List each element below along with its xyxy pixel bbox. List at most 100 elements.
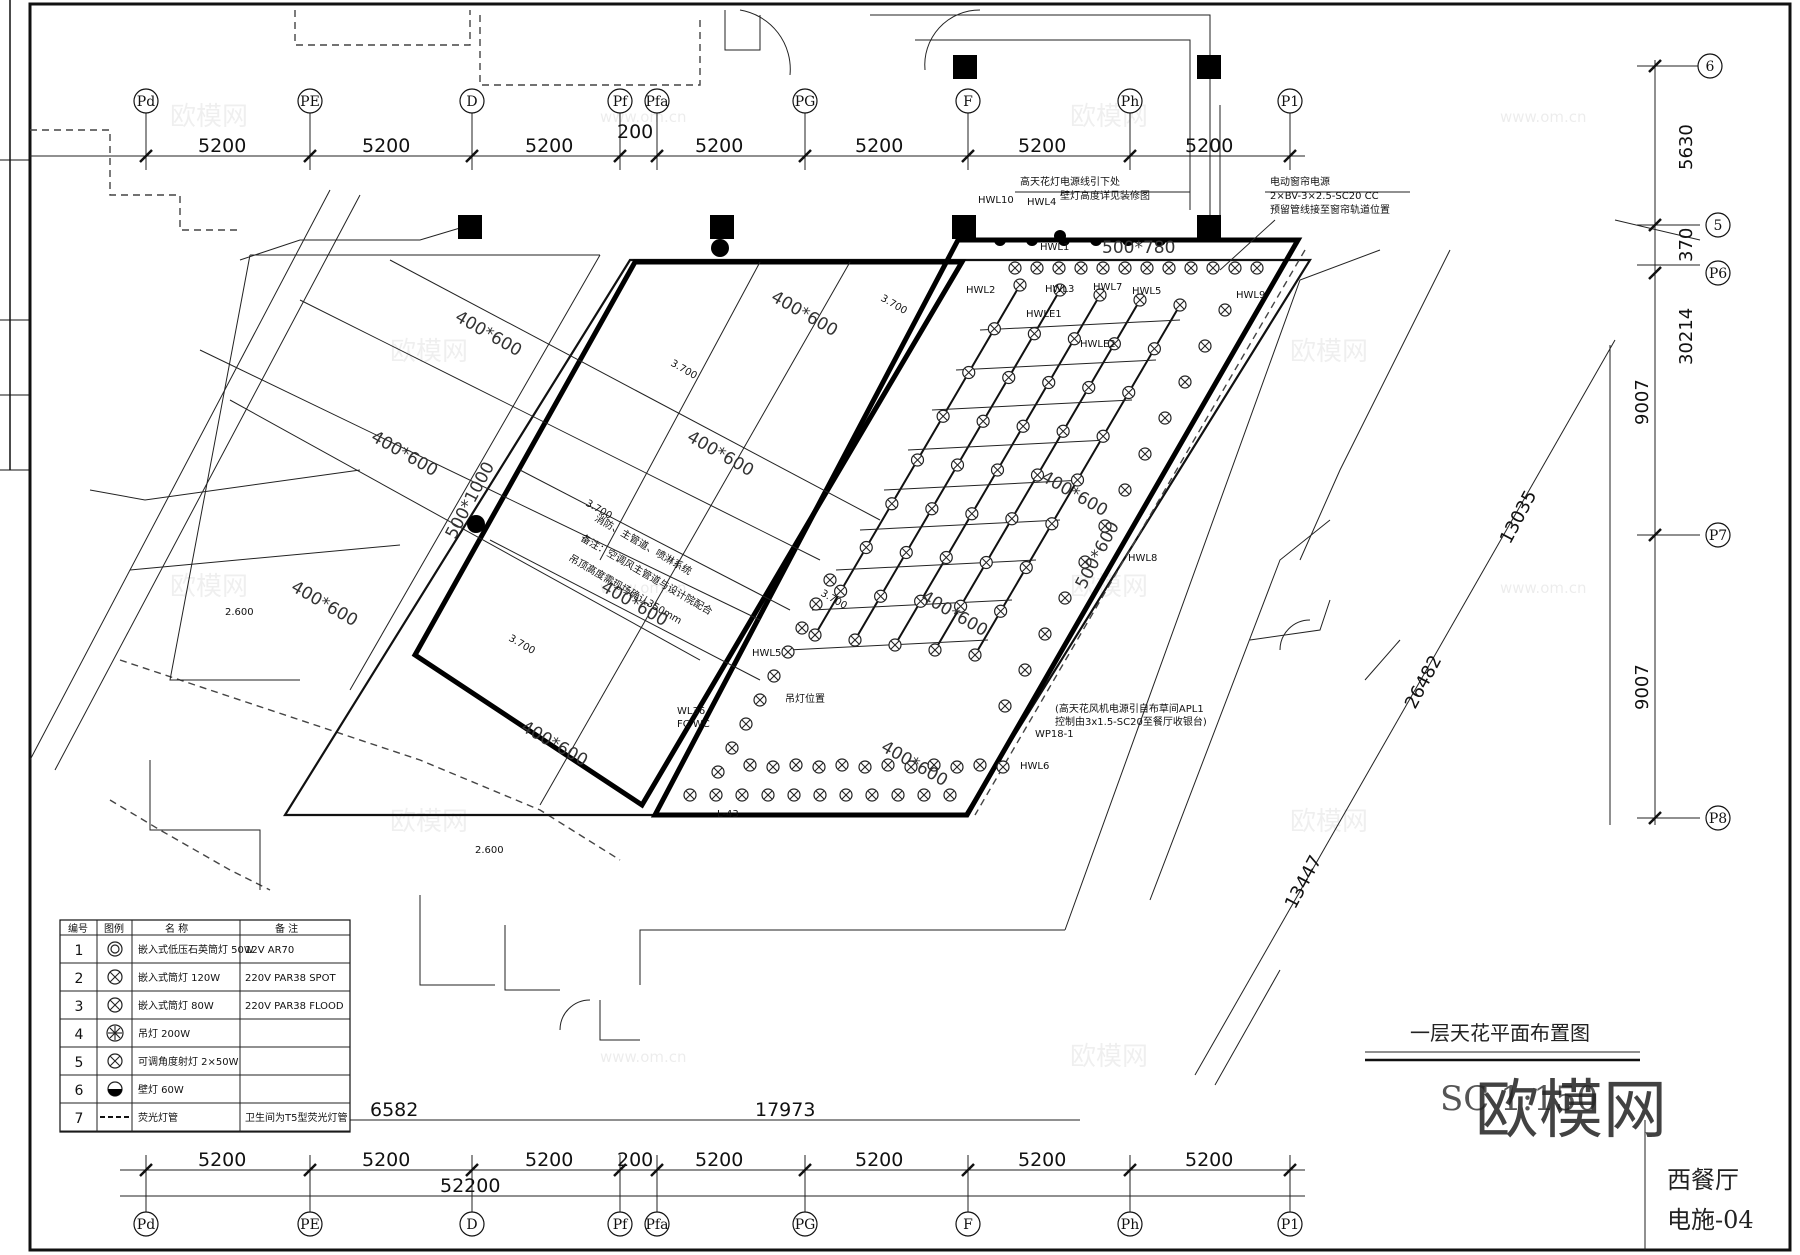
grid-bubble-right xyxy=(1705,522,1731,548)
sheet-border xyxy=(28,2,1792,1252)
svg-text:备 注: 备 注 xyxy=(275,922,298,935)
svg-text:400*600: 400*600 xyxy=(918,587,992,641)
svg-text:(高天花风机电源引自布草间APL1: (高天花风机电源引自布草间APL1 xyxy=(1055,702,1204,715)
grid-bubble-ph xyxy=(1117,88,1143,114)
grid-bubble-pfa xyxy=(644,1211,670,1237)
legend-row-name: 可调角度射灯 2×50W xyxy=(138,1055,239,1068)
svg-text:WP18-1: WP18-1 xyxy=(1035,729,1074,740)
legend-row-number: 5 xyxy=(75,1055,84,1071)
wall-lamp-icon xyxy=(1090,240,1102,246)
grid-label: Pf xyxy=(613,94,629,110)
svg-text:WL36: WL36 xyxy=(677,706,705,717)
svg-text:HWL8: HWL8 xyxy=(1128,553,1157,564)
svg-text:HWL4: HWL4 xyxy=(1027,197,1056,208)
grid-label: F xyxy=(963,94,973,110)
svg-text:52200: 52200 xyxy=(440,1175,500,1197)
svg-text:400*600: 400*600 xyxy=(368,427,442,481)
svg-text:5200: 5200 xyxy=(695,135,743,157)
svg-text:5200: 5200 xyxy=(1185,1149,1233,1171)
svg-text:HWLE1: HWLE1 xyxy=(1026,309,1062,320)
grid-bubble-pd xyxy=(133,1211,159,1237)
legend-row-number: 2 xyxy=(75,971,84,987)
grid-label: 5 xyxy=(1714,218,1723,234)
building-outlines xyxy=(29,9,1451,1041)
svg-text:5200: 5200 xyxy=(1018,1149,1066,1171)
svg-text:HWL1: HWL1 xyxy=(1040,242,1069,253)
svg-text:欧模网: 欧模网 xyxy=(1290,807,1368,837)
svg-text:6582: 6582 xyxy=(370,1099,418,1121)
svg-text:HWL2: HWL2 xyxy=(966,285,995,296)
grid-label: 6 xyxy=(1706,59,1715,75)
legend-row-number: 1 xyxy=(75,943,84,959)
svg-text:L-43: L-43 xyxy=(717,809,739,820)
grid-bubble-pd xyxy=(133,88,159,114)
svg-text:5200: 5200 xyxy=(855,135,903,157)
svg-text:HWL5: HWL5 xyxy=(752,648,781,659)
svg-text:3.700: 3.700 xyxy=(879,293,909,317)
svg-text:欧模网: 欧模网 xyxy=(170,572,248,602)
svg-text:名 称: 名 称 xyxy=(165,922,188,935)
diagonal-dimension: 13035 26482 13447 xyxy=(1194,339,1616,1086)
legend-row-number: 6 xyxy=(75,1083,84,1099)
svg-text:5200: 5200 xyxy=(198,135,246,157)
grid-label: P6 xyxy=(1709,266,1727,282)
legend-row-remark: 220V PAR38 SPOT xyxy=(245,973,336,984)
legend-row-remark: 12V AR70 xyxy=(245,945,294,956)
svg-text:2.600: 2.600 xyxy=(475,845,504,856)
svg-text:www.om.cn: www.om.cn xyxy=(600,1048,687,1066)
svg-text:欧模网: 欧模网 xyxy=(1290,337,1368,367)
svg-text:欧模网: 欧模网 xyxy=(170,102,248,132)
svg-text:9007: 9007 xyxy=(1632,379,1653,425)
svg-text:HWL5: HWL5 xyxy=(1132,286,1161,297)
svg-text:13447: 13447 xyxy=(1281,852,1326,912)
svg-text:400*600: 400*600 xyxy=(518,717,592,771)
grid-label: Pd xyxy=(137,94,155,110)
legend-row-remark: 220V PAR38 FLOOD xyxy=(245,1001,344,1012)
legend-row-number: 4 xyxy=(75,1027,84,1043)
grid-label: Pf xyxy=(613,1217,629,1233)
wall-lamp-icon xyxy=(994,240,1006,246)
grid-bubble-pfa xyxy=(644,88,670,114)
ceiling-zones xyxy=(169,237,1312,818)
lighting-grid xyxy=(683,240,1264,802)
svg-text:www.om.cn: www.om.cn xyxy=(1500,108,1587,126)
legend-row-number: 7 xyxy=(75,1111,84,1127)
svg-text:欧模网: 欧模网 xyxy=(1070,1042,1148,1072)
grid-bubble-pf xyxy=(607,88,633,114)
grid-label: PE xyxy=(300,94,320,110)
svg-text:欧模网: 欧模网 xyxy=(390,337,468,367)
wall-lamp-icon xyxy=(1026,240,1038,246)
svg-text:400*600: 400*600 xyxy=(768,287,842,341)
grid-bubble-p1 xyxy=(1277,88,1303,114)
grid-label: PG xyxy=(795,94,816,110)
svg-text:5200: 5200 xyxy=(1185,135,1233,157)
circuit-labels: HWL10 HWL4 HWL1 HWL2 HWL3 HWL7 HWL5 HWL9… xyxy=(677,195,1265,820)
grid-bubble-d xyxy=(459,1211,485,1237)
svg-text:HWL10: HWL10 xyxy=(978,195,1014,206)
grid-bubble-f xyxy=(955,88,981,114)
legend-row-number: 3 xyxy=(75,999,84,1015)
grid-label: Pfa xyxy=(646,94,669,110)
svg-text:5200: 5200 xyxy=(525,135,573,157)
grid-label: P1 xyxy=(1281,1217,1299,1233)
svg-text:5200: 5200 xyxy=(362,1149,410,1171)
legend-row-name: 嵌入式筒灯 80W xyxy=(138,999,214,1012)
svg-text:17973: 17973 xyxy=(755,1099,815,1121)
wall-lamp-icon xyxy=(1154,240,1166,246)
svg-text:HWLE2: HWLE2 xyxy=(1080,339,1116,350)
svg-text:欧模网: 欧模网 xyxy=(1070,572,1148,602)
grid-bubble-right xyxy=(1705,260,1731,286)
svg-text:HWL7: HWL7 xyxy=(1093,282,1122,293)
svg-text:欧模网: 欧模网 xyxy=(390,807,468,837)
svg-text:30214: 30214 xyxy=(1676,308,1697,365)
svg-text:电动窗帘电源: 电动窗帘电源 xyxy=(1270,175,1330,188)
svg-text:370: 370 xyxy=(1676,228,1697,262)
grid-bubble-p1 xyxy=(1277,1211,1303,1237)
svg-text:www.om.cn: www.om.cn xyxy=(1500,579,1587,597)
svg-text:400*600: 400*600 xyxy=(288,577,362,631)
svg-text:5200: 5200 xyxy=(695,1149,743,1171)
grid-bubble-d xyxy=(459,88,485,114)
